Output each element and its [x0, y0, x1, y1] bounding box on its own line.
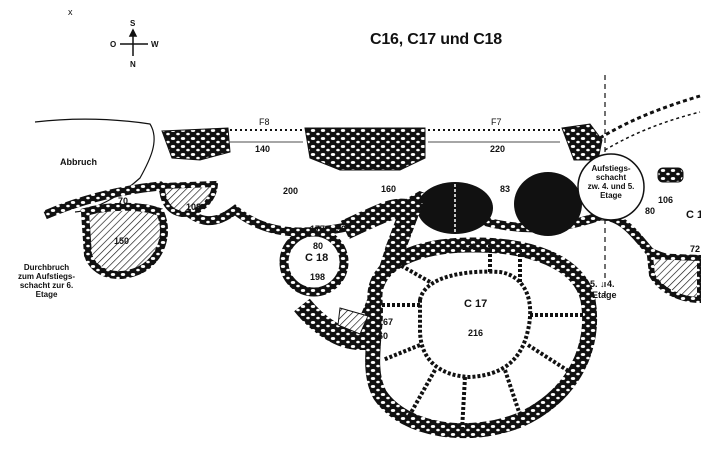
height-80: 80 — [313, 241, 324, 251]
height-90: 90 — [336, 224, 347, 234]
abbruch-edge — [34, 118, 155, 213]
height-140: 140 — [255, 144, 271, 154]
height-83: 83 — [500, 184, 511, 194]
height-177: 177 — [310, 224, 326, 234]
hatched-area-right — [646, 252, 701, 304]
label-c17: C 17 — [464, 298, 488, 310]
height-135: 135 — [462, 242, 478, 252]
height-220: 220 — [490, 144, 506, 154]
height-108: 108 — [186, 202, 202, 212]
height-80-right: 80 — [645, 206, 656, 216]
height-150: 150 — [114, 236, 130, 246]
black-block-1 — [417, 182, 493, 234]
height-160: 160 — [381, 184, 397, 194]
compass — [120, 28, 148, 56]
aufstieg-shaft-circle — [577, 153, 645, 221]
hatched-pocket — [158, 180, 219, 218]
compass-west-label: W — [151, 40, 159, 49]
label-abbruch: Abbruch — [60, 157, 97, 167]
height-60: 60 — [378, 331, 389, 341]
compass-east-label: O — [110, 40, 117, 49]
height-70: 70 — [118, 196, 129, 206]
wall-block-1 — [161, 127, 231, 161]
diagram-title: C16, C17 und C18 — [370, 31, 502, 48]
height-200: 200 — [283, 186, 299, 196]
compass-south-label: S — [130, 19, 136, 28]
wall-block-3 — [561, 123, 603, 161]
height-216: 216 — [468, 328, 484, 338]
label-etage-marker: 5. ↓ 4. — [590, 279, 615, 289]
label-durchbruch: Durchbruch zum Aufstiegs- schacht zur 6.… — [18, 263, 76, 299]
label-aufstieg: Aufstiegs- schacht zw. 4. und 5. Etage — [587, 164, 635, 200]
compass-north-label: N — [130, 60, 136, 69]
hatched-area-left — [80, 202, 168, 279]
height-167: 167 — [378, 317, 394, 327]
hatched-area-c18 — [337, 307, 369, 335]
height-198: 198 — [310, 272, 326, 282]
corner-mark: x — [68, 7, 73, 17]
wall-block-2 — [304, 127, 426, 171]
height-72: 72 — [690, 244, 701, 254]
label-f7: F7 — [491, 117, 502, 127]
label-f8: F8 — [259, 117, 270, 127]
label-etage: Etage — [592, 290, 617, 300]
label-c-right: C 1 — [686, 209, 701, 221]
black-block-2 — [514, 172, 582, 236]
label-c18: C 18 — [305, 252, 329, 264]
height-106: 106 — [658, 195, 674, 205]
c18-shaft — [279, 227, 349, 297]
